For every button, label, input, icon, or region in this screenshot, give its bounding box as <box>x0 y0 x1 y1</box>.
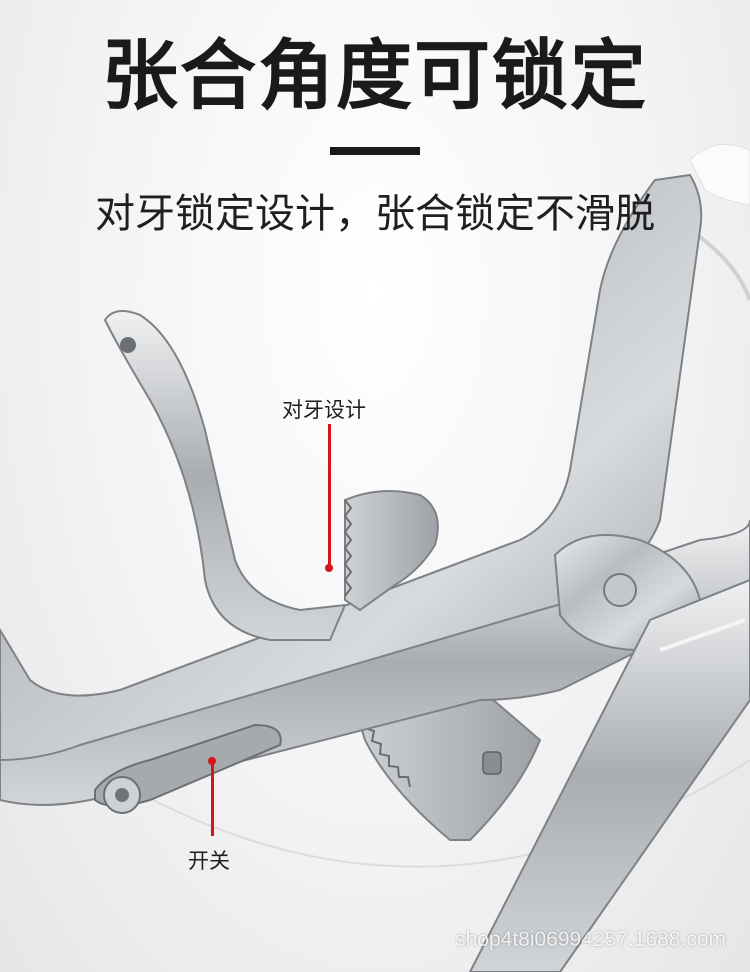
handle-edge <box>659 618 746 652</box>
callout-dot-teeth <box>325 564 333 572</box>
white-tip <box>689 143 750 206</box>
callout-dot-switch <box>208 757 216 765</box>
callout-label-switch: 开关 <box>188 849 230 873</box>
handle <box>468 578 750 972</box>
callout-label-teeth: 对牙设计 <box>282 398 366 422</box>
callout-line-switch <box>211 762 214 836</box>
switch-screw-head <box>115 788 129 802</box>
ratchet-teeth <box>343 499 353 597</box>
page-subtitle: 对牙锁定设计，张合锁定不滑脱 <box>95 191 655 237</box>
ratchet-sector <box>344 490 439 612</box>
page-title: 张合角度可锁定 <box>102 31 648 120</box>
hinge-screw <box>603 573 637 607</box>
watermark: shop4t8i06994257.1688.com <box>455 928 726 951</box>
title-underline <box>330 147 420 155</box>
sector-slot <box>482 751 502 775</box>
callout-line-teeth <box>328 424 331 568</box>
finger-hole <box>120 337 136 353</box>
ratchet-finger <box>103 310 347 641</box>
